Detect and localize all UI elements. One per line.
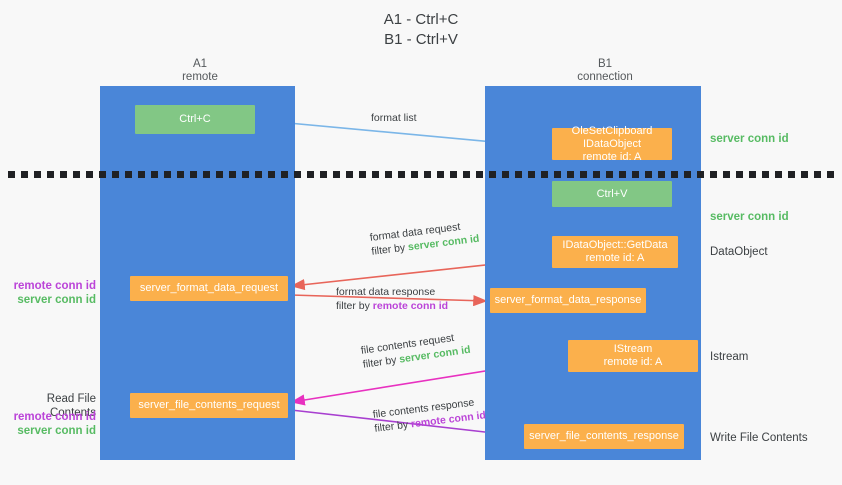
arrow-format-data-response <box>290 294 488 307</box>
right-label-dataobject: DataObject <box>710 246 768 258</box>
left-label-conn-ids-file: remote conn id server conn id <box>0 410 96 438</box>
edge-fdresp-filter-prefix: filter by <box>336 300 373 312</box>
dashed-divider <box>8 171 836 178</box>
title-line-2: B1 - Ctrl+V <box>384 31 458 48</box>
right-label-server-conn-id-top: server conn id <box>710 133 789 145</box>
edge-fdresp-filter-value: remote conn id <box>372 300 449 312</box>
left-label-conn-ids-format: remote conn id server conn id <box>0 279 96 307</box>
left-label-read-file-contents: Read File Contents <box>46 393 96 419</box>
column-header-b1-name: B1 <box>597 58 613 70</box>
node-ctrl-v[interactable]: Ctrl+V <box>552 181 672 207</box>
left-label-server-conn-id-2: server conn id <box>17 425 96 437</box>
node-istream[interactable]: IStream remote id: A <box>568 340 698 372</box>
node-getdata-remote-id: remote id: A <box>585 252 645 264</box>
left-label-remote-conn-id-2: remote conn id <box>13 411 96 423</box>
page-title: A1 - Ctrl+C B1 - Ctrl+V <box>0 10 842 50</box>
column-header-a1: A1 remote <box>120 58 280 84</box>
edge-fdresp-text: format data response <box>336 286 436 298</box>
left-label-remote-conn-id-1: remote conn id <box>13 280 96 292</box>
edge-fdresp-filter: filter by remote conn id <box>336 299 448 313</box>
column-header-a1-sub: remote <box>182 71 218 83</box>
node-clipboard-label: OleSetClipboard IDataObject <box>571 124 653 150</box>
right-label-istream: Istream <box>710 351 749 363</box>
node-idataobject-getdata[interactable]: IDataObject::GetData remote id: A <box>552 236 678 268</box>
node-ole-set-clipboard-idataobject[interactable]: OleSetClipboard IDataObject remote id: A <box>552 124 672 163</box>
arrow-file-contents-response <box>290 409 522 441</box>
title-line-1: A1 - Ctrl+C <box>383 11 459 28</box>
node-sfcreq-label: server_file_contents_request <box>138 399 280 411</box>
node-sfdreq-label: server_format_data_request <box>139 282 279 294</box>
node-sfdresp-label: server_format_data_response <box>494 294 642 306</box>
node-sfcresp-label: server_file_contents_response <box>529 430 679 442</box>
node-istream-remote-id: remote id: A <box>603 356 663 368</box>
edge-format-list-text: format list <box>371 112 417 124</box>
column-header-a1-name: A1 <box>192 58 208 70</box>
node-server-file-contents-response[interactable]: server_file_contents_response <box>524 424 684 449</box>
node-ctrl-c-label: Ctrl+C <box>179 113 211 125</box>
left-label-server-conn-id-1: server conn id <box>17 294 96 306</box>
node-ctrl-c[interactable]: Ctrl+C <box>135 105 255 134</box>
edge-label-format-data-response: format data response filter by remote co… <box>336 285 448 313</box>
edge-label-format-list: format list <box>371 111 417 125</box>
column-header-b1-sub: connection <box>577 71 633 83</box>
node-server-format-data-response[interactable]: server_format_data_response <box>490 288 646 313</box>
node-clipboard-remote-id: remote id: A <box>582 150 642 163</box>
node-server-file-contents-request[interactable]: server_file_contents_request <box>130 393 288 418</box>
node-ctrl-v-label: Ctrl+V <box>596 187 628 200</box>
node-server-format-data-request[interactable]: server_format_data_request <box>130 276 288 301</box>
column-header-b1: B1 connection <box>525 58 685 84</box>
node-istream-label: IStream <box>613 343 653 355</box>
right-label-write-file-contents: Write File Contents <box>710 432 808 444</box>
right-label-server-conn-id-mid: server conn id <box>710 211 789 223</box>
node-getdata-label: IDataObject::GetData <box>562 239 668 251</box>
